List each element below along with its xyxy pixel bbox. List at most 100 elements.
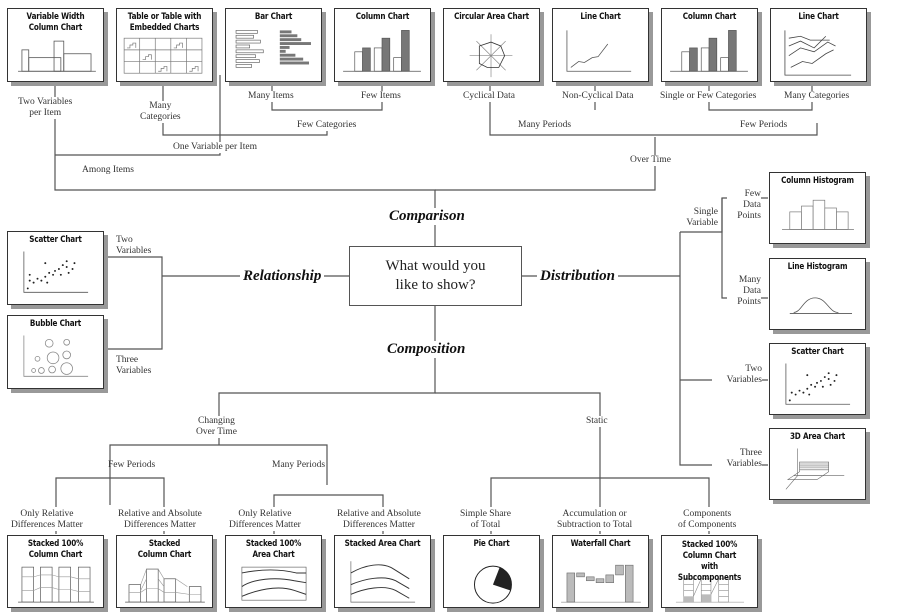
connector [55, 75, 221, 156]
pie-chart-icon [473, 565, 512, 604]
card-title: Stacked Area Chart [344, 539, 421, 549]
label-rel-two-variables: Two Variables [116, 235, 152, 256]
label-simple-share: Simple Share of Total [460, 509, 511, 531]
circular-area-icon [469, 34, 513, 78]
card-title: Line Chart [580, 12, 621, 22]
card-stacked-column-chart[interactable]: Stacked Column Chart [116, 535, 213, 608]
connector [218, 306, 436, 445]
label-many-data-points: Many Data Points [727, 275, 761, 308]
card-line-chart-noncyclical[interactable]: Line Chart [552, 8, 649, 82]
label-single-or-few-categories: Single or Few Categories [660, 91, 757, 102]
waterfall-chart-icon [561, 564, 641, 603]
card-column-chart-items[interactable]: Column Chart [334, 8, 431, 82]
card-title: Scatter Chart [29, 235, 82, 245]
card-bubble-chart[interactable]: Bubble Chart [7, 315, 104, 389]
connector [55, 477, 165, 507]
card-title: Stacked 100% Area Chart [245, 539, 302, 560]
card-title: Line Chart [798, 12, 839, 22]
card-stacked-100-column-chart[interactable]: Stacked 100% Column Chart [7, 535, 104, 608]
card-title: Column Histogram [781, 176, 854, 186]
column-chart-icon [670, 30, 748, 72]
card-bar-chart[interactable]: Bar Chart [225, 8, 322, 82]
bubble-chart-icon [23, 335, 89, 377]
card-column-chart-time[interactable]: Column Chart [661, 8, 758, 82]
card-title: Column Chart [355, 12, 410, 22]
label-cyclical-data: Cyclical Data [463, 91, 515, 102]
label-comp-many-periods: Many Periods [272, 460, 326, 470]
center-question: What would you like to show? [385, 258, 486, 293]
card-circular-area-chart[interactable]: Circular Area Chart [443, 8, 540, 82]
category-comparison: Comparison [386, 208, 468, 225]
connector [103, 256, 163, 350]
multi-line-chart-icon [784, 30, 852, 76]
table-icon [123, 37, 203, 74]
variable-width-column-icon [18, 40, 96, 72]
label-only-relative-1: Only Relative Differences Matter [11, 509, 83, 531]
label-changing-over-time: Changing Over Time [196, 416, 237, 438]
label-among-items: Among Items [82, 165, 134, 176]
connector [435, 137, 656, 191]
label-many-categories-time: Many Categories [784, 91, 850, 102]
label-few-categories: Few Categories [297, 120, 357, 131]
card-scatter-chart-relationship[interactable]: Scatter Chart [7, 231, 104, 305]
center-question-box: What would you like to show? [349, 246, 522, 306]
line-chart-icon [566, 30, 632, 72]
bar-chart-icon [235, 30, 311, 68]
card-title: Stacked Column Chart [137, 539, 192, 560]
line-histogram-icon [789, 297, 853, 314]
label-few-data-points: Few Data Points [727, 189, 761, 222]
card-scatter-chart-distribution[interactable]: Scatter Chart [769, 343, 866, 415]
card-title: Stacked 100% Column Chart with Subcompon… [677, 540, 742, 583]
connector [435, 392, 601, 478]
label-rel-three-variables: Three Variables [116, 355, 152, 376]
label-relative-absolute-1: Relative and Absolute Differences Matter [118, 509, 202, 531]
category-composition: Composition [384, 341, 469, 358]
stacked-column-icon [125, 568, 205, 603]
category-relationship: Relationship [240, 268, 325, 285]
label-many-categories: Many Categories [140, 101, 181, 123]
label-many-periods: Many Periods [518, 120, 572, 131]
card-line-chart-many[interactable]: Line Chart [770, 8, 867, 82]
label-dist-two-variables: Two Variables [712, 364, 762, 386]
card-title: Scatter Chart [791, 347, 844, 357]
label-non-cyclical-data: Non-Cyclical Data [562, 91, 634, 102]
card-title: Table or Table with Embedded Charts [127, 12, 202, 33]
card-variable-width-column-chart[interactable]: Variable Width Column Chart [7, 8, 104, 82]
card-title: Bar Chart [254, 12, 293, 22]
card-stacked-area-chart[interactable]: Stacked Area Chart [334, 535, 431, 608]
label-relative-absolute-2: Relative and Absolute Differences Matter [337, 509, 421, 531]
label-comp-few-periods: Few Periods [108, 460, 156, 470]
label-dist-three-variables: Three Variables [712, 448, 762, 470]
label-only-relative-2: Only Relative Differences Matter [229, 509, 301, 531]
3d-area-chart-icon [785, 448, 845, 490]
scatter-chart-icon [23, 251, 89, 293]
connector [219, 444, 328, 485]
card-waterfall-chart[interactable]: Waterfall Chart [552, 535, 649, 608]
card-title: Column Chart [682, 12, 737, 22]
card-title: Waterfall Chart [570, 539, 631, 549]
card-column-histogram[interactable]: Column Histogram [769, 172, 866, 244]
label-single-variable: Single Variable [686, 207, 718, 228]
label-few-items: Few Items [361, 91, 401, 102]
label-over-time: Over Time [630, 155, 671, 166]
card-line-histogram[interactable]: Line Histogram [769, 258, 866, 330]
category-distribution: Distribution [537, 268, 619, 285]
connector [109, 444, 219, 505]
card-title: Circular Area Chart [454, 12, 529, 22]
column-histogram-icon [782, 199, 854, 230]
connector [679, 232, 768, 466]
card-pie-chart[interactable]: Pie Chart [443, 535, 540, 608]
label-two-variables-per-item: Two Variables per Item [18, 97, 73, 119]
card-title: Stacked 100% Column Chart [27, 539, 84, 560]
label-components: Components of Components [678, 509, 737, 531]
card-stacked-100-column-subcomponents[interactable]: Stacked 100% Column Chart with Subcompon… [661, 535, 758, 608]
card-title: 3D Area Chart [789, 432, 846, 442]
card-title: Pie Chart [473, 539, 510, 549]
card-title: Bubble Chart [29, 319, 82, 329]
card-3d-area-chart[interactable]: 3D Area Chart [769, 428, 866, 500]
card-title: Variable Width Column Chart [26, 12, 85, 33]
card-stacked-100-area-chart[interactable]: Stacked 100% Area Chart [225, 535, 322, 608]
card-table-embedded-charts[interactable]: Table or Table with Embedded Charts [116, 8, 213, 82]
card-title: Line Histogram [787, 262, 848, 272]
label-few-periods: Few Periods [740, 120, 788, 131]
